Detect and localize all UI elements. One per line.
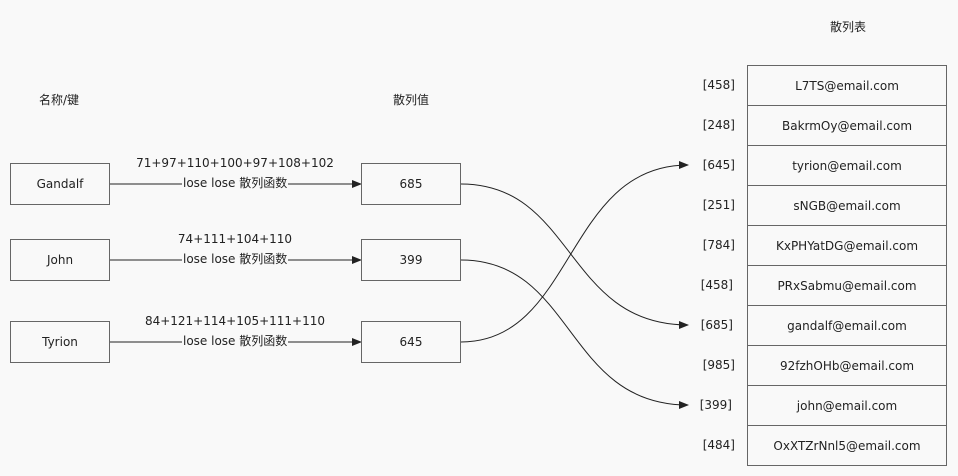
table-row-index: [645]: [702, 158, 735, 172]
hash-box-645: 645: [361, 321, 461, 363]
header-names: 名称/键: [39, 93, 80, 107]
function-label-tyrion: lose lose 散列函数: [182, 333, 289, 349]
table-row-index: [399]: [699, 398, 732, 412]
curve-399-to-table: [460, 259, 689, 409]
header-table: 散列表: [830, 20, 867, 34]
function-label-john: lose lose 散列函数: [182, 251, 289, 267]
table-row-index: [985]: [702, 358, 735, 372]
key-box-gandalf: Gandalf: [10, 163, 110, 205]
table-row: tyrion@email.com: [748, 146, 946, 186]
formula-john: 74+111+104+110: [177, 232, 293, 246]
table-row-index: [484]: [702, 438, 735, 452]
hash-box-399: 399: [361, 239, 461, 281]
function-label-gandalf: lose lose 散列函数: [182, 175, 289, 191]
formula-gandalf: 71+97+110+100+97+108+102: [136, 156, 334, 170]
table-row: KxPHYatDG@email.com: [748, 226, 946, 266]
table-row: john@email.com: [748, 386, 946, 426]
table-row: gandalf@email.com: [748, 306, 946, 346]
header-hashes: 散列值: [393, 93, 430, 107]
table-row-index: [784]: [702, 238, 735, 252]
table-row: PRxSabmu@email.com: [748, 266, 946, 306]
table-row-index: [458]: [702, 78, 735, 92]
table-row-index: [685]: [700, 318, 733, 332]
table-row-index: [251]: [702, 198, 735, 212]
curve-645-to-table: [460, 161, 689, 343]
key-box-john: John: [10, 239, 110, 281]
table-row-index: [248]: [702, 118, 735, 132]
table-row: L7TS@email.com: [748, 66, 946, 106]
table-row: sNGB@email.com: [748, 186, 946, 226]
key-box-tyrion: Tyrion: [10, 321, 110, 363]
curve-685-to-table: [460, 183, 689, 329]
table-row: 92fzhOHb@email.com: [748, 346, 946, 386]
table-row: OxXTZrNnl5@email.com: [748, 426, 946, 466]
formula-tyrion: 84+121+114+105+111+110: [144, 314, 326, 328]
hash-box-685: 685: [361, 163, 461, 205]
table-row: BakrmOy@email.com: [748, 106, 946, 146]
table-row-index: [458]: [700, 278, 733, 292]
